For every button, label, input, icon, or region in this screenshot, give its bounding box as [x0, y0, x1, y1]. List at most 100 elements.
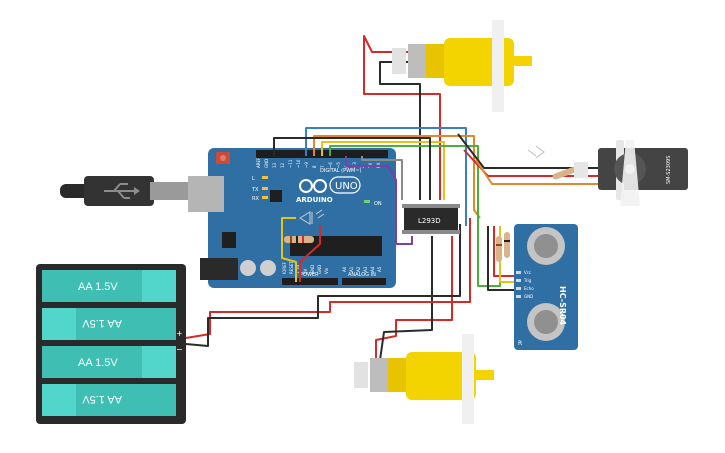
digital-label: DIGITAL (PWM~): [320, 168, 362, 174]
sensor-pin[interactable]: [516, 287, 521, 290]
analog-pin-label: A0: [342, 266, 347, 272]
led-on-label: ON: [374, 201, 382, 207]
resistor: [284, 236, 314, 243]
power-pin-label: 5V: [303, 268, 308, 274]
led-l-label: L: [252, 176, 255, 182]
battery-cell: AA 1.5V: [42, 346, 176, 378]
led-tx-label: TX: [251, 187, 259, 193]
battery-minus: −: [176, 345, 183, 354]
power-jack: [200, 258, 238, 280]
digital-pin-label: ~11: [288, 159, 293, 168]
capacitor: [260, 260, 276, 276]
battery-cell: AA 1.5V: [42, 384, 176, 416]
wire-purple[interactable]: [345, 156, 413, 245]
wire-black[interactable]: [457, 133, 600, 169]
led-icon: [299, 209, 325, 225]
battery-plus: +: [176, 329, 183, 338]
battery-cell-label: AA 1.5V: [82, 317, 122, 329]
digital-pin-label: 13: [272, 162, 277, 168]
wire-red[interactable]: [299, 226, 321, 282]
sensor-pin[interactable]: [516, 271, 521, 274]
power-pin-label: GND: [310, 265, 315, 274]
wire-black[interactable]: [379, 236, 433, 361]
digital-pin-label: AREF: [256, 157, 261, 168]
digital-pin-label: ~3: [352, 162, 357, 168]
servo-label: SM-S2309S: [666, 156, 672, 184]
driver-label: L293D: [418, 217, 441, 225]
usb-jack: [188, 176, 224, 212]
wire-black[interactable]: [487, 226, 514, 291]
wire-yellow[interactable]: [321, 141, 445, 200]
analog-label: ANALOG IN: [348, 272, 376, 278]
arduino-logo-icon: [299, 179, 327, 193]
servo-connector-icon: [527, 145, 545, 159]
sensor-model: HC-SR04: [558, 286, 567, 326]
wires: [185, 35, 600, 361]
analog-header: [342, 278, 386, 285]
wire-red[interactable]: [375, 236, 453, 358]
dc-motor-bottom[interactable]: [354, 334, 494, 424]
wire-yellow[interactable]: [281, 217, 297, 282]
wire-red[interactable]: [493, 226, 514, 277]
board-model: UNO: [335, 181, 358, 192]
digital-pin-label: ~5: [336, 162, 341, 168]
analog-pin-label: A2: [356, 266, 361, 272]
wire-blue[interactable]: [305, 127, 467, 226]
arduino-uno-board[interactable]: ARDUINO UNO DIGITAL (PWM~) POWER ANALOG …: [188, 148, 396, 288]
power-pin-label: GND: [317, 265, 322, 274]
sensor-pin-label: Echo: [524, 286, 534, 291]
board-brand: ARDUINO: [296, 196, 333, 204]
sensor-pin-label: Trig: [523, 278, 532, 283]
wire-black[interactable]: [185, 224, 461, 347]
usb-chip: [270, 190, 282, 202]
usb-cable: [60, 176, 188, 206]
digital-pin-label: 12: [280, 162, 285, 168]
power-pin-label: IOREF: [282, 261, 287, 274]
sensor-pin-label: GND: [524, 294, 533, 299]
power-pin-label: RESET: [289, 261, 294, 274]
l293d-driver[interactable]: L293D: [402, 204, 460, 234]
digital-pin-label: 8: [312, 165, 317, 168]
analog-pin-label: A5: [377, 266, 382, 272]
wire-orange[interactable]: [475, 159, 600, 185]
analog-pin-label: A3: [363, 266, 368, 272]
wire-orange[interactable]: [313, 135, 481, 219]
sensor-mark: R: [518, 340, 522, 347]
power-label: POWER: [300, 272, 319, 278]
usb-icon: [104, 183, 140, 199]
wire-black[interactable]: [379, 61, 421, 200]
battery-cell: AA 1.5V: [42, 270, 176, 302]
analog-pin-label: A1: [349, 266, 354, 272]
sensor-pin[interactable]: [516, 279, 521, 282]
battery-cell-label: AA 1.5V: [82, 393, 122, 405]
digital-pin-label: ~10: [296, 159, 301, 168]
dc-motor-top[interactable]: [392, 20, 532, 112]
digital-pin-label: ~9: [304, 162, 309, 168]
battery-cell-label: AA 1.5V: [78, 281, 118, 293]
resistor: [552, 166, 578, 180]
led-rx-label: RX: [252, 196, 259, 202]
wire-gray[interactable]: [361, 156, 403, 200]
capacitor: [240, 260, 256, 276]
servo-motor[interactable]: SM-S2309S: [574, 140, 688, 206]
digital-pin-label: TX 1: [368, 159, 373, 169]
resistor: [496, 232, 510, 262]
battery-cell: AA 1.5V: [42, 308, 176, 340]
power-pin-label: 3.3V: [296, 265, 301, 274]
digital-pin-label: 7: [320, 165, 325, 168]
sensor-pin-label: Vcc: [524, 270, 531, 275]
wire-red[interactable]: [185, 218, 471, 339]
sensor-pin[interactable]: [516, 295, 521, 298]
wire-red[interactable]: [363, 35, 441, 200]
battery-pack[interactable]: AA 1.5V AA 1.5V AA 1.5V AA 1.5V + −: [36, 264, 186, 424]
digital-pin-label: RX 0: [376, 158, 381, 168]
wire-black[interactable]: [273, 137, 431, 200]
digital-pin-label: GND: [264, 159, 269, 168]
power-pin-label: Vin: [324, 267, 329, 274]
power-header: [282, 278, 338, 285]
